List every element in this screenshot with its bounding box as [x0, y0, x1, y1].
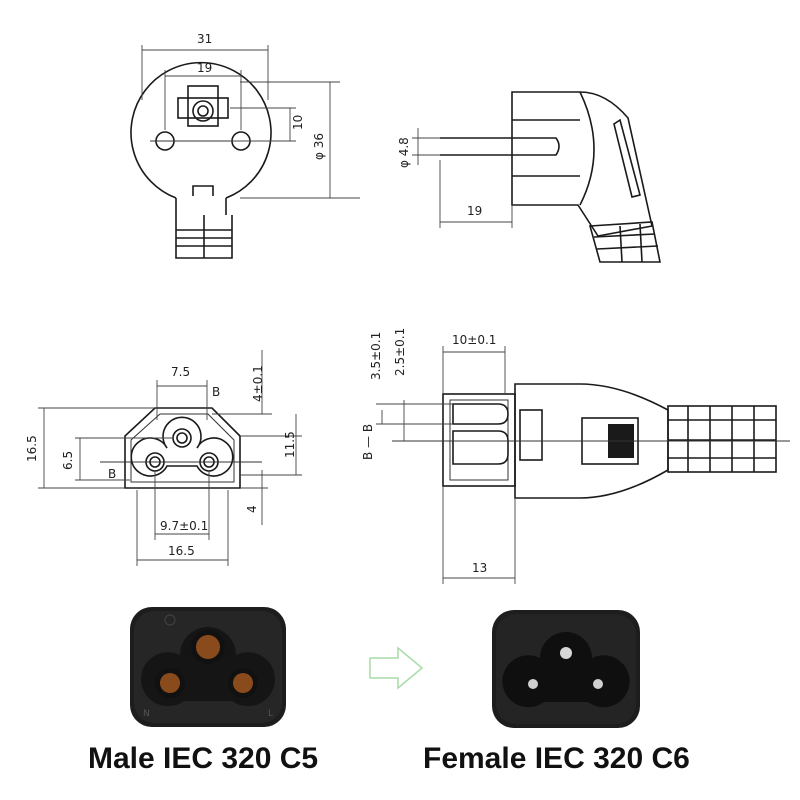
- dim-7-5: 7.5: [171, 365, 190, 379]
- female-c6-photo: [492, 610, 640, 728]
- dim-pin-length: 19: [467, 204, 482, 218]
- dim-2-5-tolerance: 2.5±0.1: [393, 328, 407, 376]
- dim-16-5-width: 16.5: [168, 544, 195, 558]
- c5-connector-front-view: 7.5 B B 16.5 6.5 4±0.1 11.5 4 9.7±0.1 16…: [25, 350, 302, 566]
- dim-9-7: 9.7±0.1: [160, 519, 208, 533]
- dim-6-5: 6.5: [61, 451, 75, 470]
- section-mark-b-top: B: [212, 385, 220, 399]
- dim-10: 10: [291, 115, 305, 130]
- dim-19-top: 19: [197, 61, 212, 75]
- dim-13: 13: [472, 561, 487, 575]
- dim-pin-diameter: φ 4.8: [397, 137, 411, 168]
- male-mark-n: N: [143, 709, 150, 719]
- schuko-plug-front-view: 31 19 10 φ 36: [130, 32, 360, 259]
- caption-female-c6: Female IEC 320 C6: [423, 742, 690, 775]
- male-mark-l: L: [268, 709, 273, 719]
- section-label-b-b: B — B: [361, 424, 375, 460]
- male-c5-photo: N L: [130, 607, 286, 727]
- dim-4-tolerance: 4±0.1: [251, 365, 265, 402]
- dim-31: 31: [197, 32, 212, 46]
- dim-16-5-height: 16.5: [25, 435, 39, 462]
- dim-10-tolerance: 10±0.1: [452, 333, 496, 347]
- arrow-icon: [369, 646, 424, 690]
- caption-male-c5: Male IEC 320 C5: [88, 742, 319, 775]
- schuko-plug-side-view: φ 4.8 19: [397, 91, 661, 263]
- dim-3-5-tolerance: 3.5±0.1: [369, 332, 383, 380]
- dim-11-5: 11.5: [283, 431, 297, 458]
- section-mark-b-left: B: [108, 467, 116, 481]
- dim-4-bottom: 4: [245, 505, 259, 513]
- c5-connector-side-view: 10±0.1 3.5±0.1 2.5±0.1 B — B 13: [361, 328, 790, 584]
- dim-diameter-36: φ 36: [312, 133, 326, 160]
